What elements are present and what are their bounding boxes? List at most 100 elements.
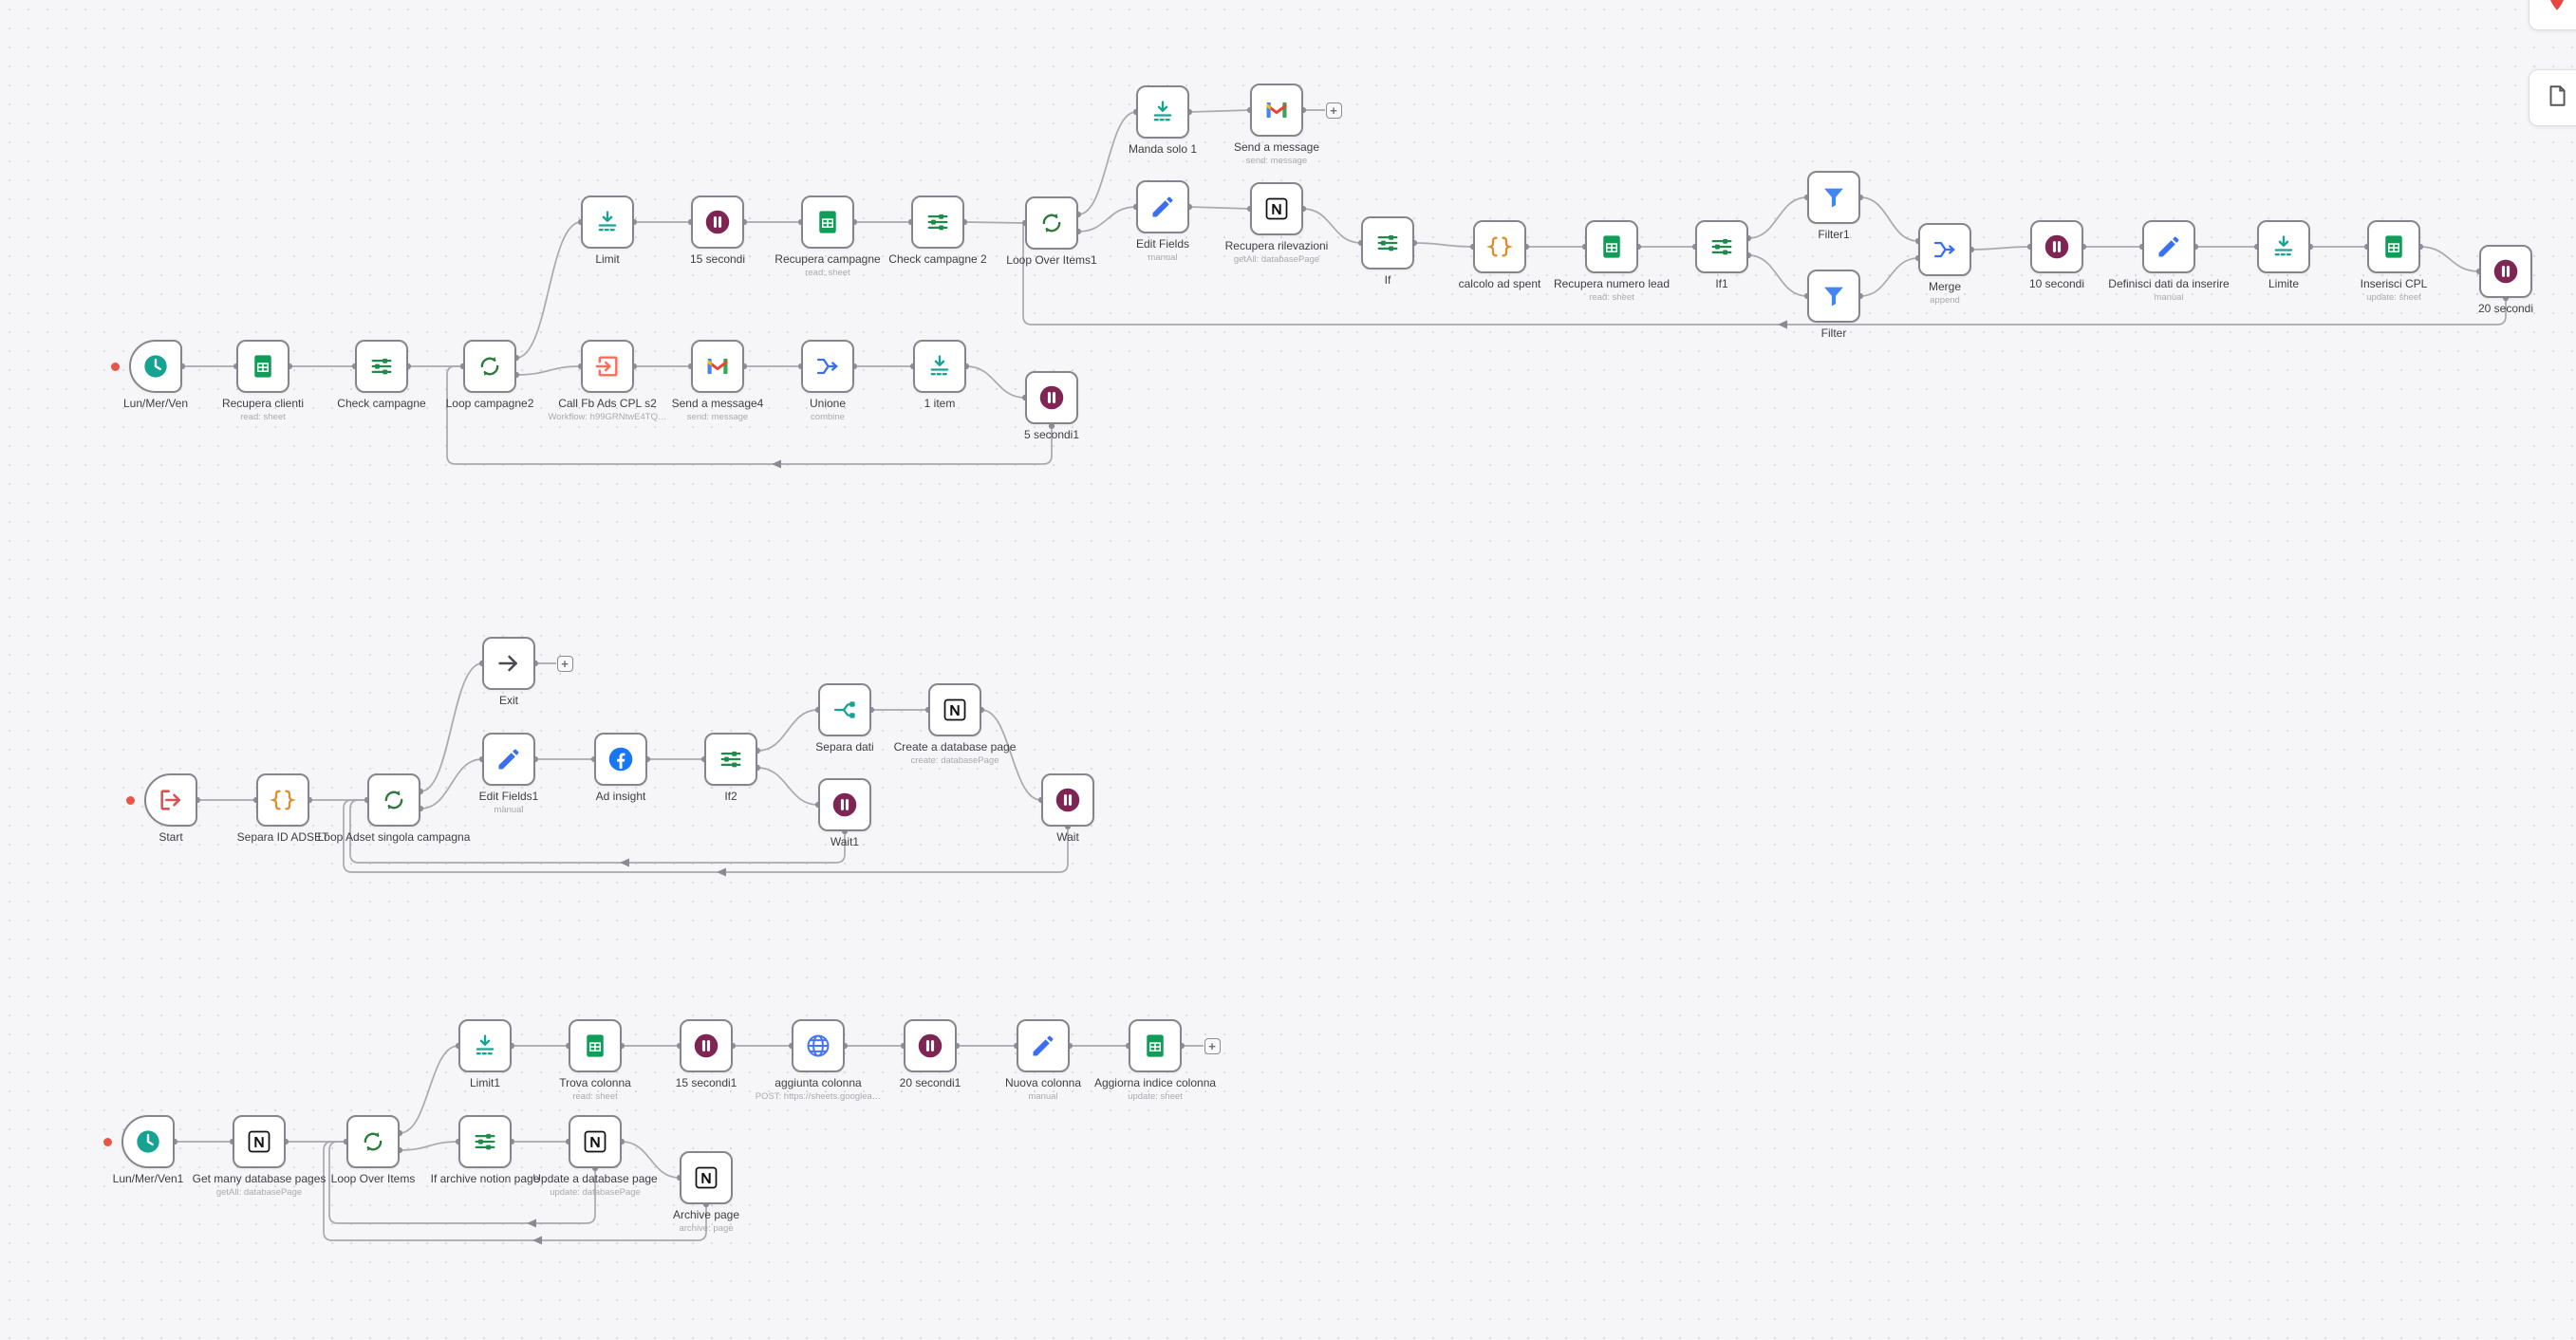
wait-icon: [693, 1033, 719, 1059]
node-box-loop-campagne2[interactable]: [463, 340, 516, 393]
node-box-recupera-numero-lead[interactable]: [1585, 220, 1638, 273]
node-box-send-a-message[interactable]: [1250, 84, 1303, 137]
node-10-secondi: 10 secondi: [2029, 220, 2084, 290]
node-separa-dati: Separa dati: [815, 683, 874, 754]
add-node-button[interactable]: +: [1325, 102, 1342, 119]
switch-icon: [1374, 230, 1401, 256]
node-box-calcolo-ad-spent[interactable]: [1473, 220, 1526, 273]
node-box-nuova-colonna[interactable]: [1017, 1019, 1070, 1072]
node-box-if[interactable]: [1361, 216, 1414, 270]
node-box-edit-fields1[interactable]: [482, 733, 535, 786]
pencil-icon: [495, 746, 522, 772]
node-box-exit[interactable]: [482, 637, 535, 690]
node-box-lun-mer-ven[interactable]: [129, 340, 182, 393]
node-box-manda-solo-1[interactable]: [1136, 85, 1189, 139]
node-box-wait1[interactable]: [818, 778, 871, 831]
node-box-recupera-rilevazioni[interactable]: [1250, 182, 1303, 235]
node-box-aggiorna-indice-colonna[interactable]: [1129, 1019, 1182, 1072]
node-box-15-secondi1[interactable]: [680, 1019, 733, 1072]
notion-icon: [693, 1164, 719, 1191]
node-box-lun-mer-ven1[interactable]: [121, 1115, 175, 1168]
trigger-indicator-dot: [111, 363, 120, 371]
node-box-limite[interactable]: [2257, 220, 2310, 273]
node-box-if1[interactable]: [1695, 220, 1748, 273]
node-box-archive-page[interactable]: [680, 1151, 733, 1204]
node-limite: Limite: [2257, 220, 2310, 290]
switch-icon: [368, 353, 395, 380]
node-box-filter[interactable]: [1807, 270, 1860, 323]
node-box-aggiunta-colonna[interactable]: [792, 1019, 845, 1072]
node-15-secondi: 15 secondi: [690, 195, 745, 266]
wait-icon: [1055, 787, 1081, 813]
switch-icon: [472, 1128, 498, 1155]
node-box-loop-adset-singola-campagna[interactable]: [367, 773, 420, 827]
node-box-send-a-message4[interactable]: [691, 340, 744, 393]
add-node-button[interactable]: +: [1204, 1037, 1221, 1054]
limit-icon: [472, 1033, 498, 1059]
node-box-loop-over-items1[interactable]: [1025, 196, 1078, 250]
node-box-separa-id-adset[interactable]: [256, 773, 309, 827]
node-box-get-many-database-pages[interactable]: [233, 1115, 286, 1168]
sheets-icon: [582, 1033, 608, 1059]
node-box-1-item[interactable]: [913, 340, 966, 393]
node-box-ad-insight[interactable]: [594, 733, 647, 786]
node-box-unione[interactable]: [801, 340, 854, 393]
node-box-trova-colonna[interactable]: [569, 1019, 622, 1072]
node-box-update-a-database-page[interactable]: [569, 1115, 622, 1168]
wait-icon: [2492, 258, 2519, 285]
node-box-20-secondi[interactable]: [2479, 245, 2532, 298]
add-node-button[interactable]: +: [556, 655, 573, 672]
sheets-icon: [250, 353, 276, 380]
node-box-loop-over-items[interactable]: [346, 1115, 400, 1168]
node-box-5-secondi1[interactable]: [1025, 371, 1078, 424]
node-box-separa-dati[interactable]: [818, 683, 871, 736]
node-calcolo-ad-spent: calcolo ad spent: [1459, 220, 1540, 290]
node-box-filter1[interactable]: [1807, 171, 1860, 224]
limit-icon: [2270, 233, 2297, 260]
node-15-secondi1: 15 secondi1: [676, 1019, 737, 1089]
node-ad-insight: Ad insight: [594, 733, 647, 803]
node-box-start[interactable]: [144, 773, 197, 827]
node-box-call-fb-ads-cpl-s2[interactable]: [581, 340, 634, 393]
loop-icon: [360, 1128, 386, 1155]
pin-button[interactable]: [2529, 0, 2576, 30]
node-box-edit-fields[interactable]: [1136, 180, 1189, 233]
node-filter: Filter: [1807, 270, 1860, 340]
node-box-check-campagne-2[interactable]: [911, 195, 964, 249]
node-wait1: Wait1: [818, 778, 871, 848]
node-box-merge[interactable]: [1918, 223, 1971, 276]
node-box-check-campagne[interactable]: [355, 340, 408, 393]
sheets-icon: [814, 209, 841, 235]
node-box-inserisci-cpl[interactable]: [2367, 220, 2420, 273]
node-limit1: Limit1: [458, 1019, 512, 1089]
wait-icon: [831, 791, 858, 818]
node-box-create-a-database-page[interactable]: [928, 683, 981, 736]
node-box-wait[interactable]: [1041, 773, 1094, 827]
node-loop-adset-singola-campagna: Loop Adset singola campagna: [318, 773, 470, 844]
pin-icon: [2545, 0, 2569, 17]
node-box-15-secondi[interactable]: [691, 195, 744, 249]
node-filter1: Filter1: [1807, 171, 1860, 241]
node-box-if-archive-notion-page[interactable]: [458, 1115, 512, 1168]
node-box-recupera-clienti[interactable]: [236, 340, 289, 393]
node-loop-over-items: Loop Over Items: [331, 1115, 415, 1185]
merge-icon: [1932, 236, 1958, 263]
node-if-archive-notion-page: If archive notion page: [431, 1115, 539, 1185]
node-box-recupera-campagne[interactable]: [801, 195, 854, 249]
note-button[interactable]: [2529, 69, 2576, 126]
node-box-20-secondi1[interactable]: [904, 1019, 957, 1072]
node-box-limit1[interactable]: [458, 1019, 512, 1072]
notion-icon: [1263, 195, 1290, 222]
node-box-definisci-dati-da-inserire[interactable]: [2142, 220, 2195, 273]
loop-icon: [476, 353, 503, 380]
node-box-if2[interactable]: [704, 733, 757, 786]
node-box-limit[interactable]: [581, 195, 634, 249]
node-box-10-secondi[interactable]: [2030, 220, 2083, 273]
